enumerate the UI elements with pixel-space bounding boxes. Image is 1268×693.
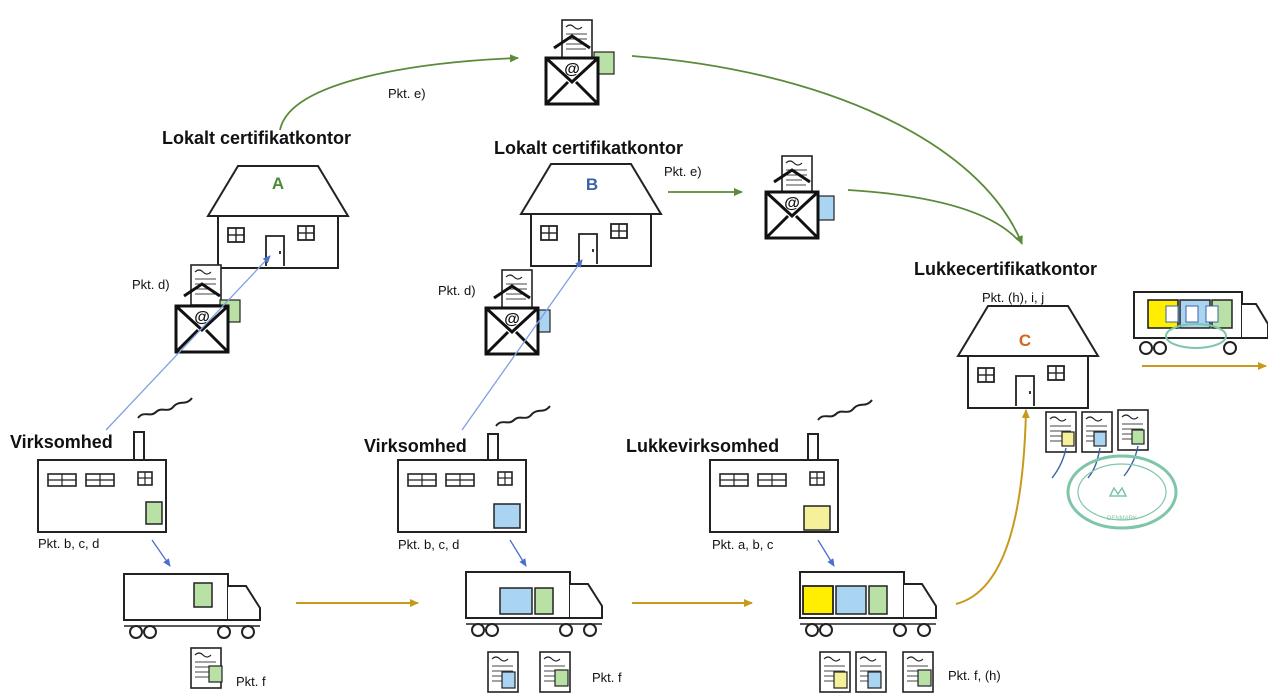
office-c-building	[957, 305, 1099, 409]
truck-first-box	[193, 582, 213, 608]
company-second-pkt: Pkt. b, c, d	[398, 537, 460, 552]
pkt-e-top-label: Pkt. e)	[388, 86, 426, 101]
arrow-second-factory-to-b	[461, 259, 583, 431]
arrow-closing-factory-to-truck	[817, 539, 835, 567]
chimney-closing	[807, 433, 819, 463]
pkt-d-b-label: Pkt. d)	[438, 283, 476, 298]
factory-first-box	[145, 501, 163, 525]
truck-final-doc-2	[1185, 305, 1199, 323]
truck-final-wheel-1	[1139, 341, 1153, 355]
truck-final-doc-3	[1205, 305, 1219, 323]
arrow-first-factory-to-a	[105, 255, 271, 431]
pkt-f3-label: Pkt. f, (h)	[948, 668, 1001, 683]
truck-first	[123, 573, 261, 639]
doc-f2-b-box	[554, 669, 569, 687]
truck-final-cab	[1242, 303, 1268, 339]
arrow-second-factory-to-truck	[509, 539, 527, 567]
arrow-truck3-to-c	[955, 409, 1030, 605]
arrow-first-factory-to-truck	[151, 539, 171, 567]
doc-f3-c-box	[917, 669, 932, 687]
truck-final-wheel-2	[1153, 341, 1167, 355]
company-first-pkt: Pkt. b, c, d	[38, 536, 100, 551]
truck-final-wheel-3	[1223, 341, 1237, 355]
company-closing-pkt: Pkt. a, b, c	[712, 537, 774, 552]
crown-icon	[1108, 486, 1128, 497]
factory-closing-box	[803, 505, 831, 531]
pkt-f2-label: Pkt. f	[592, 670, 622, 685]
pkt-d-a-label: Pkt. d)	[132, 277, 170, 292]
official-stamp	[1066, 454, 1178, 530]
smoke-closing	[817, 399, 873, 421]
official-stamp-inner	[1077, 463, 1167, 521]
doc-b-right	[781, 155, 813, 197]
arrow-top-envelope-to-c	[631, 55, 1023, 245]
office-c-letter: C	[1019, 331, 1031, 350]
chimney-first	[133, 431, 145, 461]
company-first-title: Virksomhed	[10, 432, 113, 452]
truck-third-box-yellow	[802, 585, 834, 615]
office-a-title: Lokalt certifikatkontor	[162, 128, 352, 148]
office-a-letter: A	[272, 174, 284, 193]
pkt-c-label: Pkt. (h), i, j	[982, 290, 1045, 305]
doc-c-1-box	[1061, 431, 1075, 447]
doc-f1-box	[208, 665, 223, 683]
signatures	[1051, 445, 1139, 479]
arrow-a-to-top-envelope	[279, 54, 519, 131]
company-closing-title: Lukkevirksomhed	[626, 436, 780, 456]
office-c-title: Lukkecertifikatkontor	[914, 259, 1098, 279]
office-b-title: Lokalt certifikatkontor	[494, 138, 684, 158]
truck-final-stamp	[1165, 323, 1227, 349]
doc-f3-b-box	[867, 671, 882, 689]
chimney-second	[487, 433, 499, 463]
smoke-first	[137, 397, 193, 419]
stamp-text: DENMARK	[1107, 516, 1137, 522]
truck-final-doc-1	[1165, 305, 1179, 323]
smoke-second	[495, 405, 551, 427]
doc-f3-a-box	[833, 671, 848, 689]
doc-c-3-box	[1131, 429, 1145, 445]
truck-second	[465, 571, 603, 637]
arrow-b-envelope-to-c	[847, 189, 1019, 241]
factory-second-box	[493, 503, 521, 529]
truck-second-box-green	[534, 587, 554, 615]
truck-third-box-green	[868, 585, 888, 615]
doc-c-2-box	[1093, 431, 1107, 447]
office-b-letter: B	[586, 175, 598, 194]
doc-f2-a-box	[501, 671, 516, 689]
pkt-e-b-label: Pkt. e)	[664, 164, 702, 179]
company-second-title: Virksomhed	[364, 436, 467, 456]
pkt-f1-label: Pkt. f	[236, 674, 266, 689]
truck-third-box-blue	[835, 585, 867, 615]
truck-second-box-blue	[499, 587, 533, 615]
